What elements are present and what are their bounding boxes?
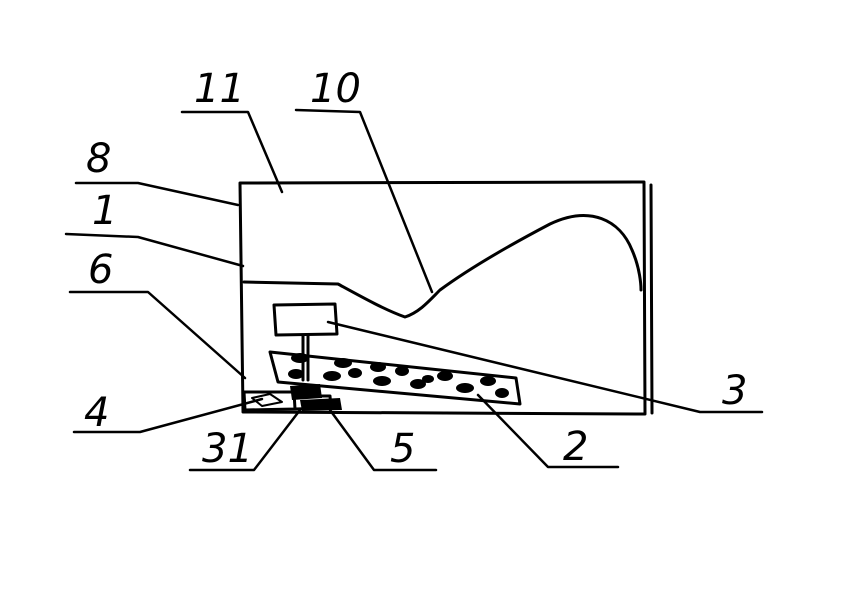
particle-tray <box>268 350 522 406</box>
label-31: 31 <box>202 426 253 472</box>
block <box>272 302 339 337</box>
label-11: 11 <box>194 66 245 112</box>
base-assembly <box>242 384 342 412</box>
label-1: 1 <box>92 188 117 234</box>
label-10: 10 <box>310 66 361 112</box>
curved-surface <box>242 214 643 319</box>
housing-outline <box>238 180 654 416</box>
label-3: 3 <box>722 368 747 414</box>
label-2: 2 <box>563 424 588 470</box>
label-8: 8 <box>86 136 111 182</box>
label-4: 4 <box>84 390 109 436</box>
label-6: 6 <box>88 247 113 293</box>
reference-labels: 8 1 6 4 31 5 2 3 10 11 <box>84 66 747 472</box>
label-5: 5 <box>390 426 415 472</box>
leader-lines <box>64 108 764 472</box>
